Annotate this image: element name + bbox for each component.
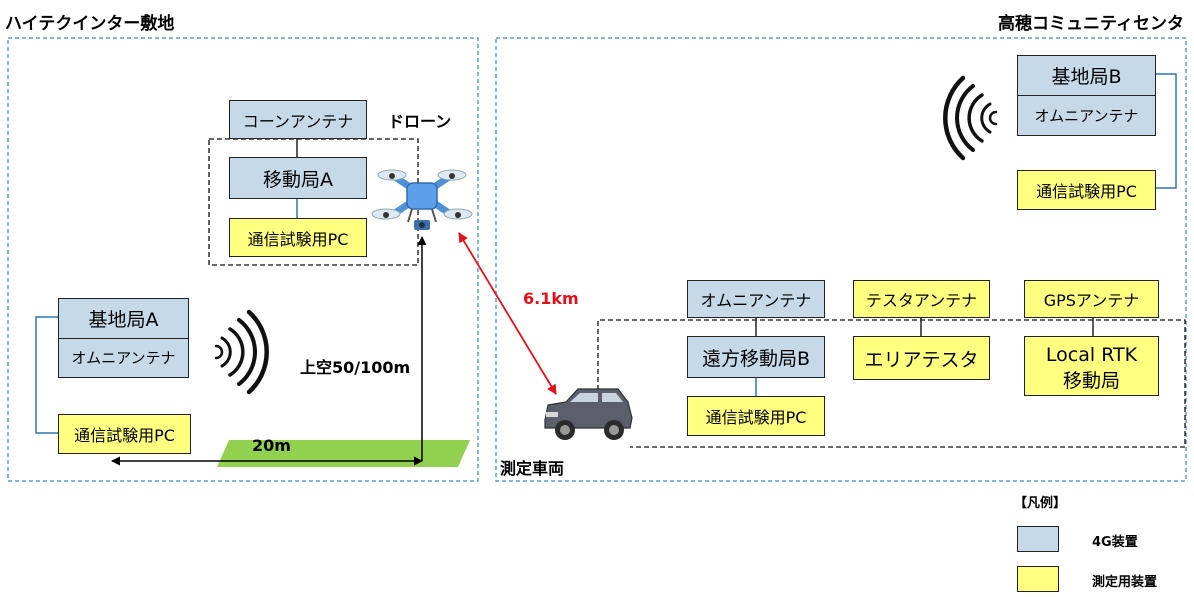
local-rtk-box: Local RTK 移動局 [1024, 336, 1159, 396]
legend-swatch-measure [1017, 566, 1059, 592]
drone-icon [371, 169, 473, 230]
vehicle-group-border [597, 319, 1186, 448]
drone-label: ドローン [388, 112, 452, 131]
legend-title: 【凡例】 [1014, 496, 1067, 511]
distance-label: 6.1km [523, 289, 579, 308]
right-area-title: 高穂コミュニティセンタ [998, 14, 1184, 34]
distance-arrow [458, 232, 557, 395]
mobile-station-a-box: 移動局A [229, 157, 367, 199]
vehicle-omni-antenna-box: オムニアンテナ [687, 280, 825, 318]
vehicle-test-pc-box: 通信試験用PC [687, 396, 825, 436]
drone-test-pc-box: 通信試験用PC [229, 218, 367, 257]
base-b-to-pc-line [1156, 73, 1177, 189]
ground-label: 20m [252, 436, 291, 455]
radio-wave-icon-a [214, 309, 269, 395]
base-a-to-pc-line [35, 316, 58, 434]
remote-mobile-station-b-box: 遠方移動局B [687, 336, 825, 378]
base-station-a-name: 基地局A [88, 308, 159, 331]
local-rtk-line2: 移動局 [1062, 370, 1120, 392]
legend-label-measure: 測定用装置 [1092, 575, 1158, 590]
base-station-b-box: 基地局B オムニアンテナ [1017, 55, 1156, 136]
base-a-test-pc-box: 通信試験用PC [58, 414, 191, 454]
base-station-b-name: 基地局B [1051, 66, 1122, 88]
radio-wave-icon-b [943, 75, 998, 161]
base-b-test-pc-box: 通信試験用PC [1017, 170, 1156, 210]
cone-antenna-box: コーンアンテナ [229, 100, 367, 139]
height-label: 上空50/100m [300, 358, 411, 377]
vehicle-label: 測定車両 [500, 459, 565, 478]
legend-swatch-4g [1017, 526, 1059, 552]
base-station-a-box: 基地局A オムニアンテナ [58, 298, 189, 378]
local-rtk-line1: Local RTK [1045, 344, 1138, 366]
left-area-title: ハイテクインター敷地 [5, 14, 175, 34]
gps-antenna-box: GPSアンテナ [1024, 280, 1159, 318]
base-station-a-antenna: オムニアンテナ [59, 337, 188, 378]
legend-label-4g: 4G装置 [1092, 535, 1138, 550]
tester-antenna-box: テスタアンテナ [853, 280, 990, 318]
left-area-border [7, 37, 479, 482]
car-icon [544, 388, 633, 440]
base-station-b-antenna: オムニアンテナ [1018, 95, 1155, 135]
area-tester-box: エリアテスタ [853, 336, 990, 380]
